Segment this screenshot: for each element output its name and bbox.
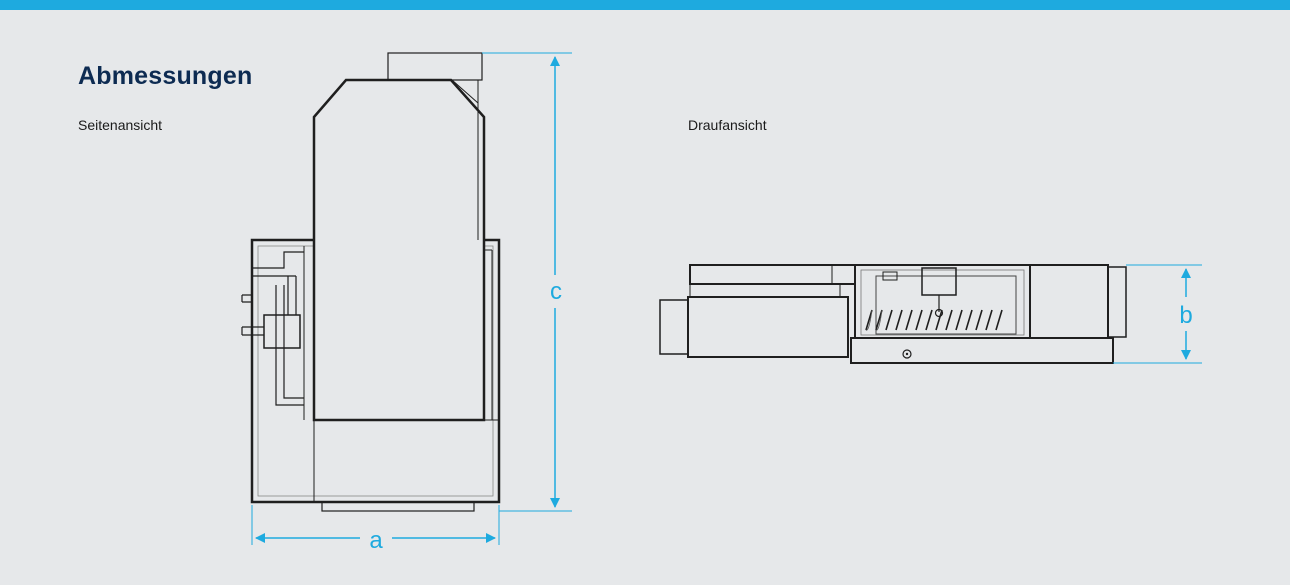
- dimension-c-label: c: [550, 278, 562, 305]
- page-title: Abmessungen: [78, 62, 253, 90]
- top-rail: [689, 264, 856, 285]
- dimension-a: a: [251, 505, 500, 554]
- base-plate: [321, 501, 475, 512]
- dimension-c: c: [482, 52, 572, 512]
- controller-block: [921, 267, 957, 296]
- left-module: [687, 296, 849, 358]
- right-module: [1029, 264, 1109, 339]
- heating-coil: [865, 309, 1003, 331]
- top-view-label: Draufansicht: [688, 117, 767, 133]
- dimension-a-label: a: [369, 527, 383, 554]
- dimension-b-label: b: [1179, 302, 1192, 329]
- top-view-drawing: [659, 264, 1127, 364]
- dimension-b: b: [1113, 264, 1202, 364]
- bottom-rail: [850, 337, 1114, 364]
- control-unit: [263, 314, 301, 349]
- side-view-drawing: [241, 52, 501, 512]
- side-view-label: Seitenansicht: [78, 117, 163, 133]
- tank-body: [312, 78, 486, 422]
- flue-top: [387, 52, 483, 81]
